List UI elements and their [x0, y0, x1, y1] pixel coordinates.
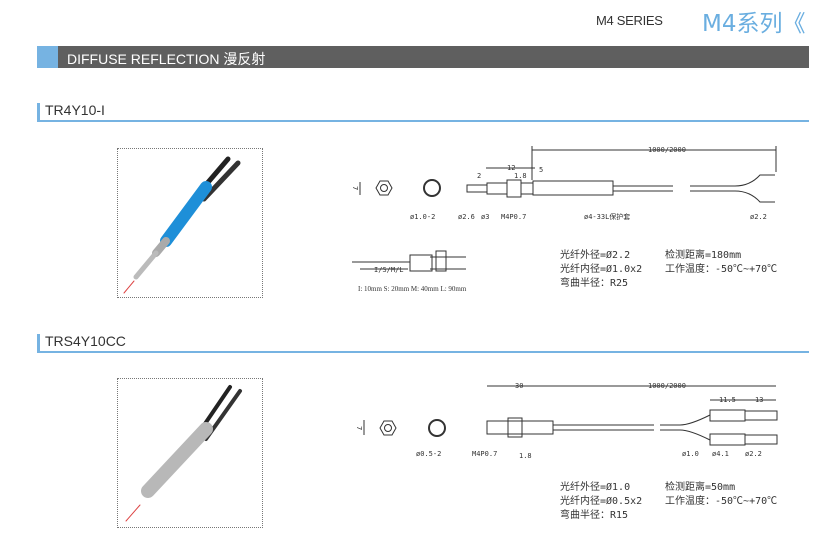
dim-thread: M4P0.7	[501, 213, 526, 221]
title-marker	[37, 334, 40, 351]
dim-length: I/S/M/L	[374, 266, 404, 274]
hex-nut-icon	[375, 180, 393, 196]
fiber-face-icon	[423, 179, 441, 197]
fiber-face-icon	[428, 419, 446, 437]
dim-face: ø0.5-2	[416, 450, 441, 458]
series-label-cn: M4系列《	[702, 11, 806, 37]
dim-thread: M4P0.7	[472, 450, 497, 458]
dim-total: 1000/2000	[648, 146, 686, 154]
model-name: TR4Y10-I	[45, 102, 105, 118]
dim-tip: ø2.6	[458, 213, 475, 221]
dim-13: 13	[755, 396, 763, 404]
product-title-2: TRS4Y10CC	[37, 333, 809, 353]
dim-body: ø3	[481, 213, 489, 221]
product-title-1: TR4Y10-I	[37, 102, 809, 122]
model-name: TRS4Y10CC	[45, 333, 126, 349]
dim-end: ø2.2	[750, 213, 767, 221]
dim-pin: ø2.2	[745, 450, 762, 458]
hex-nut-icon	[379, 420, 397, 436]
dim-1-8: 1.8	[519, 452, 532, 460]
dim-11-5: 11.5	[719, 396, 736, 404]
spec-bend-radius: 弯曲半径：R15	[560, 508, 628, 521]
title-marker	[37, 103, 40, 120]
dim-ferrule: ø4.1	[712, 450, 729, 458]
dim-face: ø1.0-2	[410, 213, 435, 221]
spec-outer-diameter: 光纤外径=Ø2.2	[560, 248, 630, 261]
dim-1-8: 1.8	[514, 172, 527, 180]
product-photo-2	[117, 378, 263, 528]
spec-inner-diameter: 光纤内径=Ø0.5x2	[560, 494, 642, 507]
spec-detect-distance: 检测距离=50mm	[665, 480, 735, 493]
series-label-en: M4 SERIES	[596, 13, 663, 28]
category-accent	[37, 46, 58, 68]
dim-2: 2	[477, 172, 481, 180]
category-bar: DIFFUSE REFLECTION 漫反射	[37, 46, 809, 68]
category-title: DIFFUSE REFLECTION 漫反射	[67, 51, 266, 67]
dim-hex: 7	[355, 426, 363, 430]
dim-total: 1000/2000	[648, 382, 686, 390]
spec-bend-radius: 弯曲半径：R25	[560, 276, 628, 289]
dim-30: 30	[515, 382, 523, 390]
spec-outer-diameter: 光纤外径=Ø1.0	[560, 480, 630, 493]
dim-hex: 7	[351, 186, 359, 190]
spec-inner-diameter: 光纤内径=Ø1.0x2	[560, 262, 642, 275]
dim-5: 5	[539, 166, 543, 174]
dim-fiber: ø1.0	[682, 450, 699, 458]
fiber-probe-image	[123, 156, 241, 294]
dim-12: 12	[507, 164, 515, 172]
spec-temperature: 工作温度：-50℃~+70℃	[665, 494, 777, 507]
fiber-probe-image	[125, 385, 242, 522]
dim-sleeve: ø4-33L保护套	[584, 212, 630, 221]
product-photo-1	[117, 148, 263, 298]
length-note: I: 10mm S: 20mm M: 40mm L: 90mm	[358, 285, 467, 293]
spec-detect-distance: 检测距离=180mm	[665, 248, 741, 261]
spec-temperature: 工作温度：-50℃~+70℃	[665, 262, 777, 275]
